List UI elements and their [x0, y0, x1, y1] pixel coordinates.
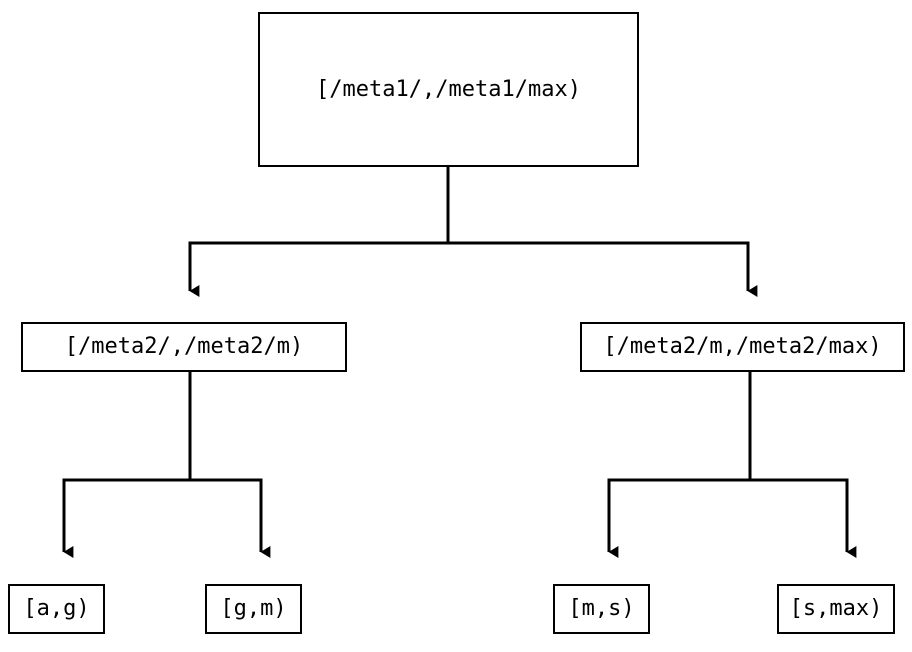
edge-mid-right-to-leaf-3: [607, 372, 752, 558]
edge-mid-left-to-leaf-1: [62, 372, 192, 558]
tree-node-leaf-2[interactable]: [g,m): [205, 584, 302, 634]
tree-node-leaf-4-label: [s,max): [789, 596, 883, 621]
edge-mid-right-to-leaf-4: [748, 372, 857, 558]
edge-mid-left-to-leaf-2: [188, 372, 271, 558]
tree-node-leaf-4[interactable]: [s,max): [777, 584, 895, 634]
tree-node-leaf-3[interactable]: [m,s): [553, 584, 650, 634]
tree-node-root-label: [/meta1/,/meta1/max): [316, 76, 581, 102]
tree-node-leaf-1-label: [a,g): [23, 596, 90, 621]
edge-root-to-mid-left: [188, 167, 450, 297]
tree-node-leaf-1[interactable]: [a,g): [8, 584, 105, 634]
tree-node-mid-left-label: [/meta2/,/meta2/m): [64, 334, 304, 359]
tree-node-leaf-3-label: [m,s): [568, 596, 635, 621]
edge-root-to-mid-right: [446, 167, 758, 297]
tree-node-leaf-2-label: [g,m): [220, 596, 287, 621]
tree-node-mid-right[interactable]: [/meta2/m,/meta2/max): [580, 322, 905, 372]
tree-node-mid-right-label: [/meta2/m,/meta2/max): [603, 334, 882, 359]
tree-node-mid-left[interactable]: [/meta2/,/meta2/m): [21, 322, 347, 372]
tree-node-root[interactable]: [/meta1/,/meta1/max): [258, 12, 639, 167]
